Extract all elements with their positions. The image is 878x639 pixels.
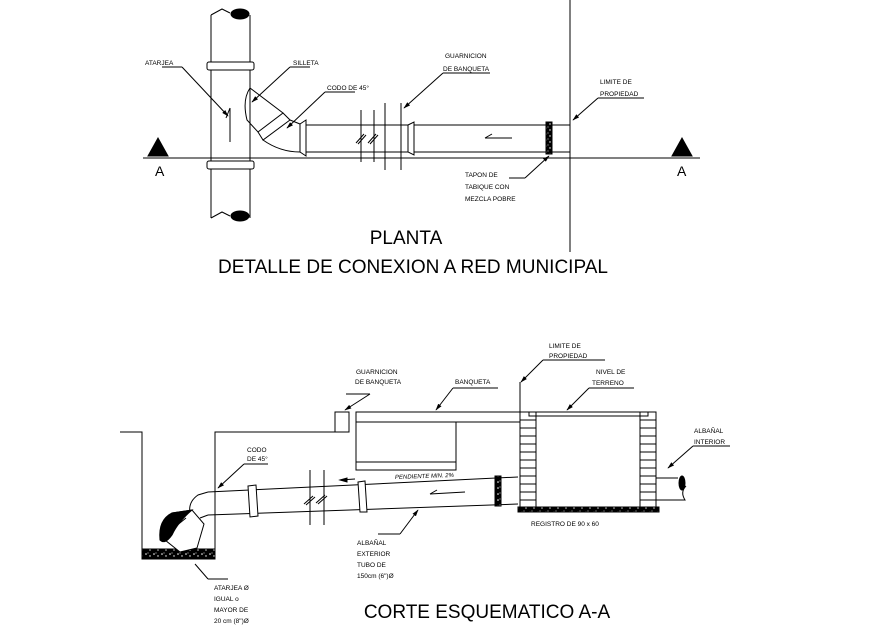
label-guarnicion: GUARNICION: [445, 53, 487, 60]
label-limite: PROPIEDAD: [600, 91, 639, 98]
label-tapon: MEZCLA POBRE: [465, 196, 516, 203]
plan-subtitle: DETALLE DE CONEXION A RED MUNICIPAL: [218, 257, 608, 278]
label-albanal-exterior: ALBAÑAL: [357, 538, 387, 547]
silleta-elbow: [244, 87, 307, 157]
section-marker-icon: [671, 136, 693, 157]
label-albanal-interior: ALBAÑAL: [694, 426, 724, 435]
section-marker-label: A: [677, 163, 687, 179]
label-albanal-exterior: EXTERIOR: [357, 551, 391, 558]
albanal-pipe-plan: [306, 103, 570, 170]
label-guarnicion: DE BANQUETA: [355, 379, 402, 386]
brick-plug: [545, 121, 553, 155]
pipe-collar: [206, 160, 255, 170]
section-marker-label: A: [155, 163, 165, 179]
section-view: PENDIENTE MIN. 2% GUARNICION DE BANQUETA: [120, 343, 730, 625]
atarjea-pipe: [206, 8, 255, 222]
label-limite: LIMITE DE: [600, 79, 632, 86]
plan-title: PLANTA: [370, 228, 443, 249]
albanal-pipe-section: [207, 470, 519, 525]
label-nivel: TERRENO: [592, 380, 624, 387]
pipe-break-icon: [678, 475, 686, 491]
codo-atarjea-section: [159, 491, 209, 553]
label-pendiente: PENDIENTE MIN. 2%: [395, 473, 455, 481]
label-limite: LIMITE DE: [549, 343, 581, 350]
flow-arrow-icon: [429, 491, 466, 495]
label-guarnicion: DE BANQUETA: [443, 66, 490, 73]
label-albanal-exterior: 150cm (6")Ø: [357, 573, 394, 580]
brick-plug: [494, 475, 502, 507]
label-guarnicion: GUARNICION: [356, 369, 398, 376]
label-codo: CODO: [247, 447, 267, 454]
curb: [334, 411, 350, 433]
plan-view: A A ATARJEA SILLETA CODO DE 45° GUARNICI…: [143, 0, 700, 278]
section-title: CORTE ESQUEMATICO A-A: [364, 602, 611, 623]
registro-box: [517, 411, 660, 513]
sidewalk-slab: [355, 411, 521, 423]
label-limite: PROPIEDAD: [549, 353, 588, 360]
registro-lid: [528, 411, 649, 417]
label-atarjea: MAYOR DE: [214, 607, 249, 614]
label-registro: REGISTRO DE 90 x 60: [531, 521, 599, 528]
section-marker-icon: [147, 136, 169, 157]
label-codo: CODO DE 45°: [327, 84, 369, 92]
label-nivel: NIVEL DE: [596, 369, 626, 376]
label-atarjea: ATARJEA Ø: [214, 585, 249, 592]
pipe-break-icon: [230, 8, 250, 20]
label-atarjea: 20 cm (8")Ø: [214, 618, 249, 625]
label-tapon: TABIQUE CON: [465, 184, 510, 191]
label-tapon: TAPON DE: [465, 172, 498, 179]
label-atarjea: ATARJEA: [145, 60, 174, 67]
label-atarjea: IGUAL o: [214, 596, 239, 603]
pipe-collar: [206, 61, 255, 71]
pipe-break-icon: [230, 210, 250, 222]
label-albanal-exterior: TUBO DE: [357, 562, 387, 569]
label-banqueta: BANQUETA: [455, 379, 491, 386]
label-silleta: SILLETA: [293, 60, 319, 67]
label-albanal-interior: INTERIOR: [694, 439, 725, 446]
label-codo: DE 45°: [247, 455, 268, 463]
